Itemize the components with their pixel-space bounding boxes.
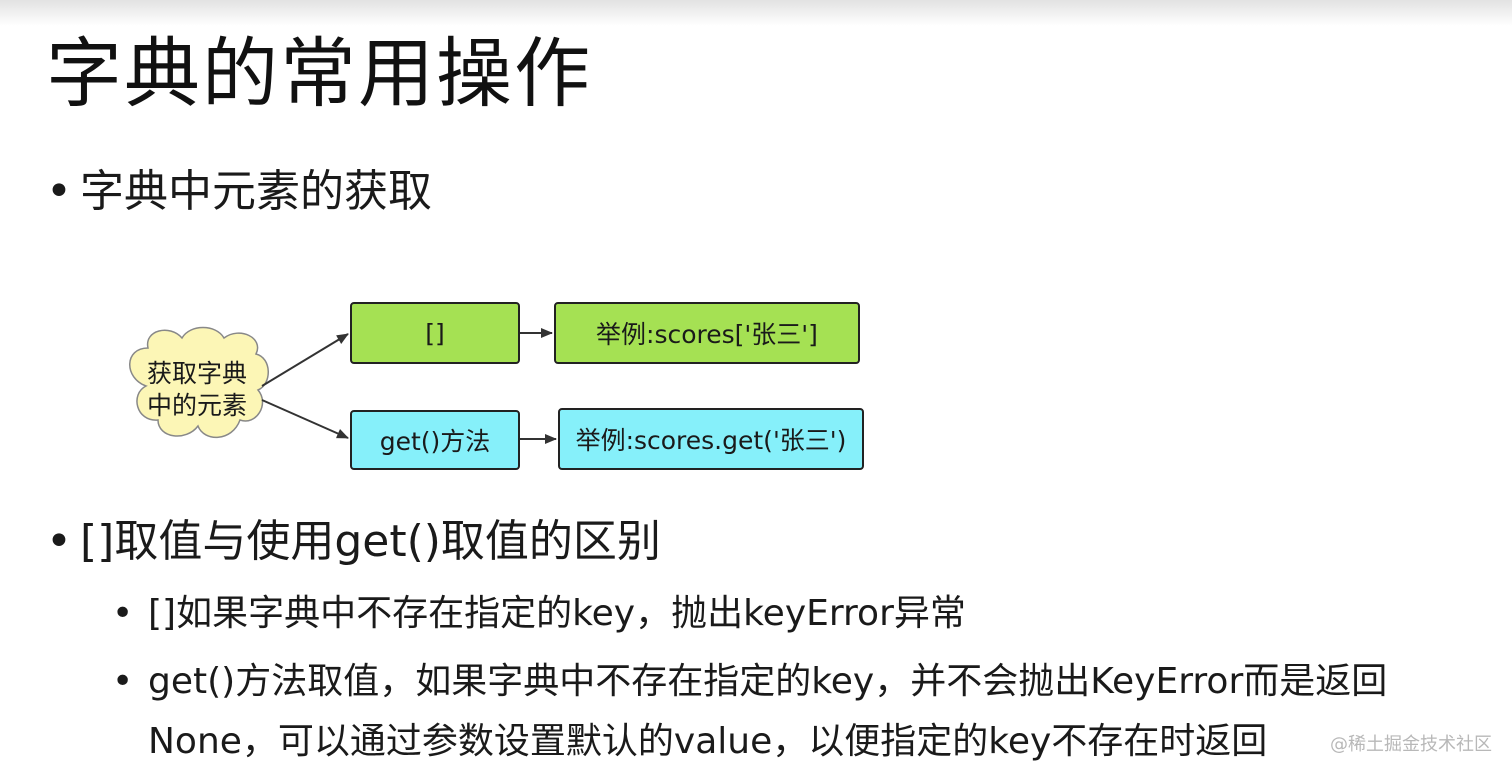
- bullet-dot: •: [112, 593, 134, 634]
- subbullet-bracket-keyerror: • []如果字典中不存在指定的key，抛出keyError异常: [112, 596, 966, 632]
- bullet-dot: •: [46, 166, 72, 217]
- bullet-bracket-vs-get: •[]取值与使用get()取值的区别: [46, 520, 661, 564]
- get-method-node: get()方法: [350, 410, 520, 470]
- get-example-node: 举例:scores.get('张三'): [558, 408, 864, 470]
- bullet-text: get()方法取值，如果字典中不存在指定的key，并不会抛出KeyError而是…: [148, 661, 1388, 702]
- root-label-line1: 获取字典: [146, 359, 247, 388]
- bullet-dict-element-access: •字典中元素的获取: [46, 170, 432, 214]
- bracket-node: []: [350, 302, 520, 364]
- diagram-connectors: [129, 326, 557, 444]
- top-shade: [0, 0, 1512, 26]
- slide-title: 字典的常用操作: [46, 29, 592, 118]
- root-node-label: 获取字典 中的元素: [128, 358, 266, 422]
- arrow-to-bracket: [261, 333, 349, 387]
- watermark: @稀土掘金技术社区: [1330, 734, 1492, 755]
- subbullet-get-continuation: None，可以通过参数设置默认的value，以便指定的key不存在时返回: [148, 721, 1268, 762]
- bullet-dot: •: [46, 516, 72, 567]
- cloud-shape: [129, 326, 269, 439]
- bracket-example-node: 举例:scores['张三']: [554, 302, 860, 364]
- bullet-text: []如果字典中不存在指定的key，抛出keyError异常: [148, 593, 966, 634]
- subbullet-get-returns-none: • get()方法取值，如果字典中不存在指定的key，并不会抛出KeyError而…: [112, 664, 1387, 700]
- arrow-to-get: [261, 399, 349, 439]
- access-methods-diagram: 获取字典 中的元素 [] 举例:scores['张三'] get()方法 举例:…: [124, 296, 874, 478]
- bullet-text: []取值与使用get()取值的区别: [80, 516, 661, 567]
- bullet-text: 字典中元素的获取: [80, 166, 432, 217]
- bullet-dot: •: [112, 661, 134, 702]
- root-label-line2: 中的元素: [146, 391, 247, 420]
